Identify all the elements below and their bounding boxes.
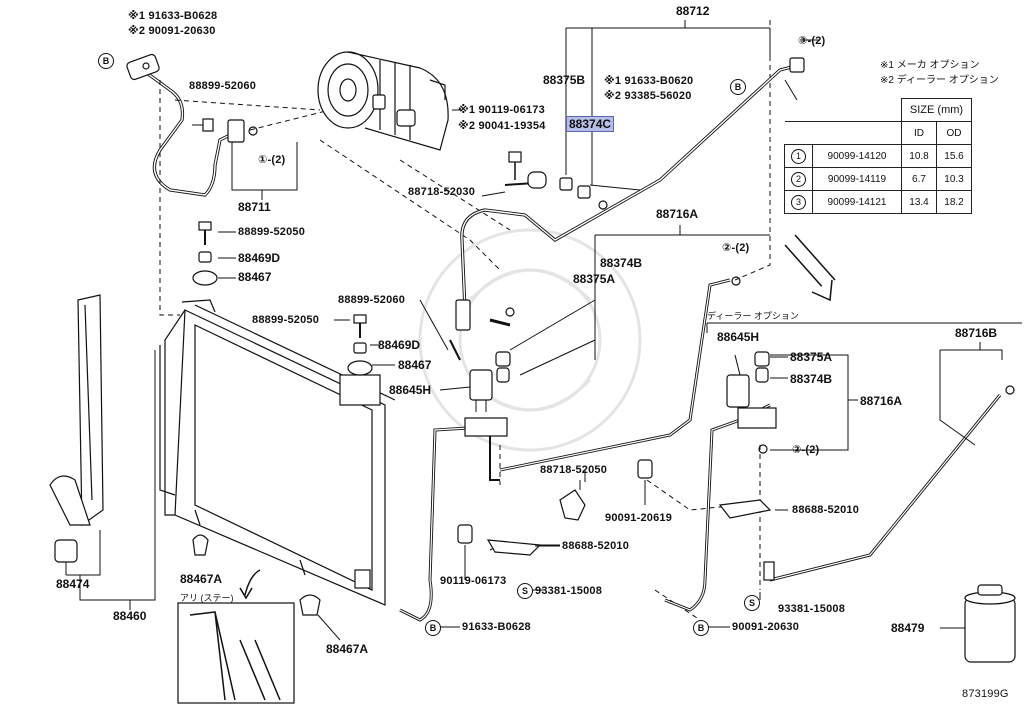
label-88469d-a: 88469D [238, 251, 281, 265]
label-90091-20630: 90091-20630 [732, 621, 800, 633]
row-number: 1 [791, 148, 806, 164]
label-ari-stay: アリ (ステー) [180, 593, 234, 603]
label-88688-52010-a: 88688-52010 [562, 540, 630, 552]
watermark [418, 228, 642, 452]
label-circle3-2: ③-(2) [798, 35, 826, 47]
label-88712: 88712 [676, 4, 710, 18]
label-93381-15008-a: 93381-15008 [535, 585, 603, 597]
row-od: 10.3 [936, 167, 972, 191]
label-88469d-b: 88469D [378, 338, 421, 352]
marker-b: B [98, 53, 114, 69]
label-ref1-top-left: ※1 91633-B0628 [128, 10, 218, 22]
label-88474: 88474 [56, 577, 90, 591]
label-88716b: 88716B [955, 326, 998, 340]
label-comp-ref1: ※1 90119-06173 [458, 104, 545, 116]
label-ref2-top-left: ※2 90091-20630 [128, 25, 216, 37]
label-ref-b1: ※1 91633-B0620 [604, 75, 694, 87]
size-table-col-id: ID [901, 121, 937, 145]
oil-can-88479 [940, 584, 1016, 663]
pipe-88712 [455, 57, 805, 331]
label-88688-52010-b: 88688-52010 [792, 504, 860, 516]
row-od: 18.2 [936, 190, 972, 214]
row-part: 90099-14119 [812, 167, 902, 191]
label-88375a: 88375A [573, 272, 616, 286]
row-id: 6.7 [901, 167, 937, 191]
label-88467a-a: 88467A [180, 572, 223, 586]
label-88718-52050: 88718-52050 [540, 464, 608, 476]
label-88374b: 88374B [600, 256, 643, 270]
label-88645h-a: 88645H [389, 383, 432, 397]
row-part: 90099-14120 [812, 144, 902, 168]
label-88374b-b: 88374B [790, 372, 833, 386]
label-circle2-2-top: ②-(2) [722, 242, 750, 254]
label-88460: 88460 [113, 609, 147, 623]
label-88467a-b: 88467A [326, 642, 369, 656]
row-part: 90099-14121 [812, 190, 902, 214]
label-88899-52050-a: 88899-52050 [238, 226, 306, 238]
label-88718-52030: 88718-52030 [408, 186, 476, 198]
row-number: 2 [791, 171, 806, 187]
compressor [317, 51, 449, 151]
marker-s: S [744, 595, 760, 611]
label-88899-52060-b: 88899-52060 [338, 294, 406, 306]
label-88375a-b: 88375A [790, 350, 833, 364]
label-88899-52060: 88899-52060 [189, 80, 257, 92]
table-row: 2 90099-14119 6.7 10.3 [784, 167, 972, 191]
table-row: 1 90099-14120 10.8 15.6 [784, 144, 972, 168]
label-88467-a: 88467 [238, 270, 272, 284]
label-circle1-2: ①-(2) [258, 154, 286, 166]
diagram-id: 873199G [962, 688, 1009, 700]
label-88716a-top: 88716A [656, 207, 699, 221]
legend-dealer-option: ※2 ディーラー オプション [880, 75, 999, 86]
label-91633-b0628: 91633-B0628 [462, 621, 531, 633]
label-88374c-highlighted[interactable]: 88374C [566, 116, 615, 132]
label-93381-15008-b: 93381-15008 [778, 603, 846, 615]
pipe-88711 [126, 53, 258, 197]
filter-88474 [49, 294, 156, 610]
size-table-header: SIZE (mm) [901, 98, 972, 122]
label-88479: 88479 [891, 621, 925, 635]
row-id: 10.8 [901, 144, 937, 168]
row-od: 15.6 [936, 144, 972, 168]
condenser [159, 299, 396, 606]
legend-maker-option: ※1 メーカ オプション [880, 60, 980, 71]
label-comp-ref2: ※2 90041-19354 [458, 120, 546, 132]
label-88375b: 88375B [543, 73, 586, 87]
marker-s: S [517, 583, 533, 599]
label-88711: 88711 [238, 200, 271, 214]
marker-b: B [425, 620, 441, 636]
row-number: 3 [791, 194, 806, 210]
table-row: 3 90099-14121 13.4 18.2 [784, 190, 972, 214]
label-88716a-b: 88716A [860, 394, 903, 408]
label-88467-b: 88467 [398, 358, 432, 372]
label-ref-b2: ※2 93385-56020 [604, 90, 692, 102]
label-88899-52050-b: 88899-52050 [252, 314, 320, 326]
marker-b: B [693, 620, 709, 636]
label-circle2-2-b: ②-(2) [792, 444, 820, 456]
label-88645h-b: 88645H [717, 330, 760, 344]
label-dealer-option-mid: ディーラー オプション [707, 311, 799, 321]
inset-box [177, 602, 295, 704]
marker-b: B [730, 79, 746, 95]
row-id: 13.4 [901, 190, 937, 214]
size-table-col-od: OD [936, 121, 972, 145]
label-90091-20619: 90091-20619 [605, 512, 673, 524]
size-table: SIZE (mm) ID OD 1 90099-14120 10.8 15.6 … [784, 98, 972, 214]
label-90119-06173: 90119-06173 [440, 575, 507, 587]
